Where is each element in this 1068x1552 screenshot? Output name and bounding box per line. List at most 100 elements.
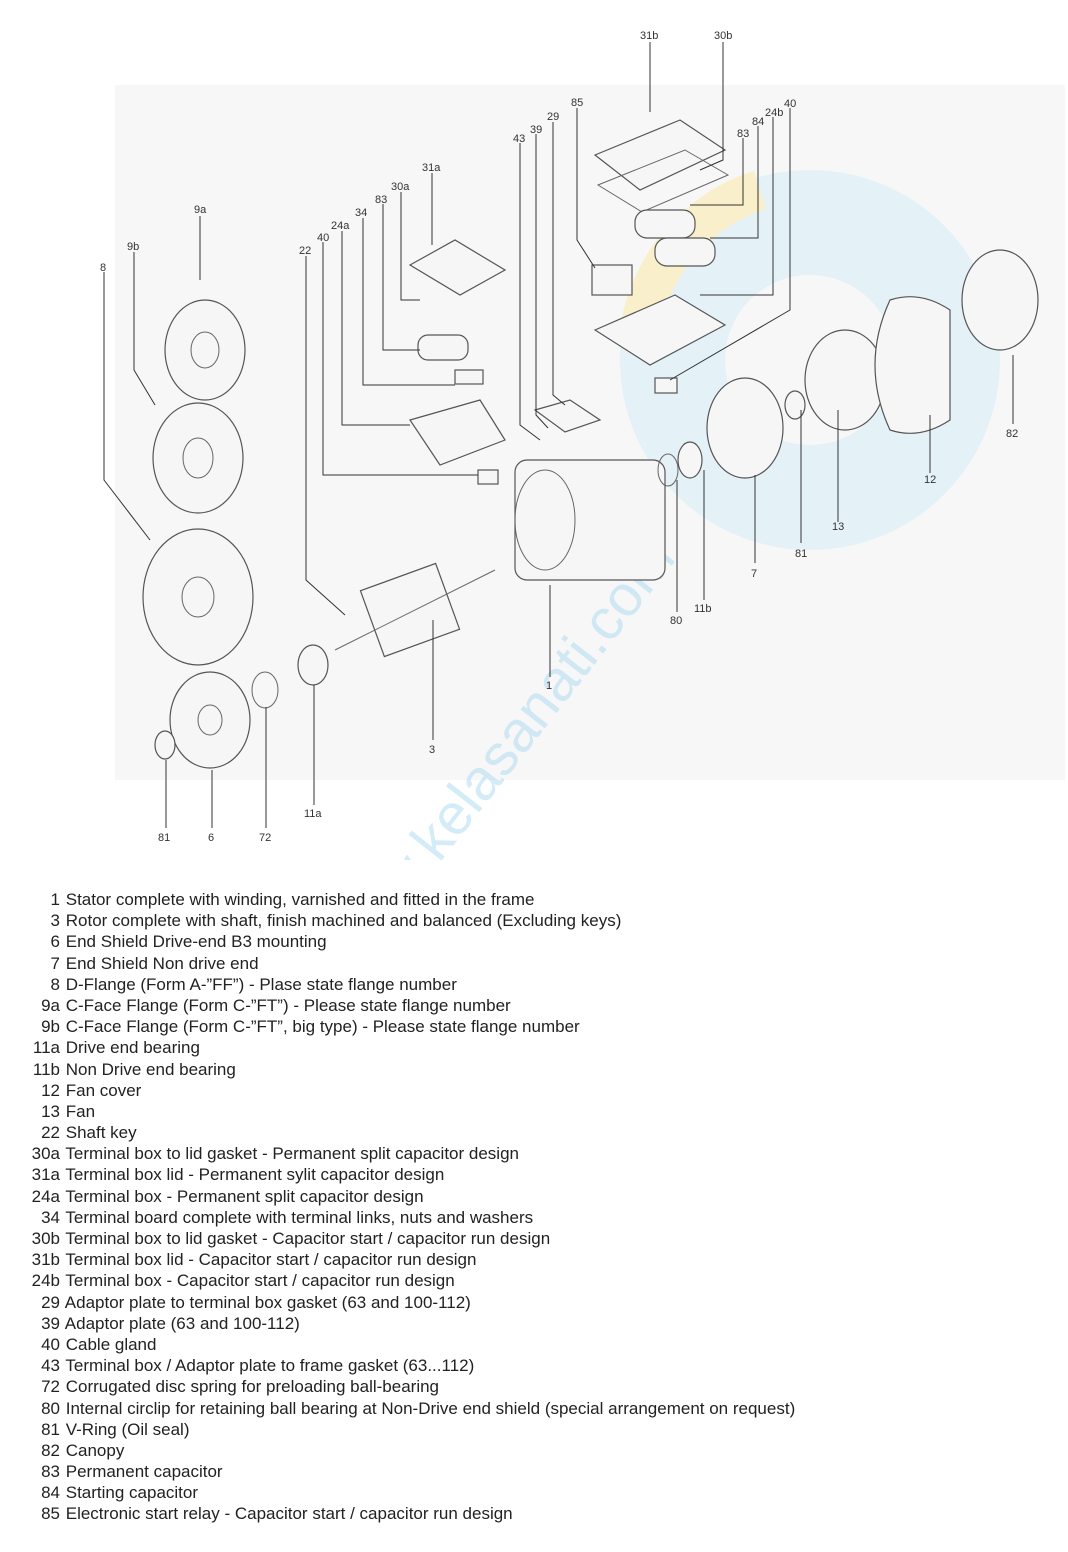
legend-item: 29 Adaptor plate to terminal box gasket … [22, 1292, 1052, 1313]
flange-9b [152, 402, 244, 514]
legend-code: 82 [41, 1440, 60, 1460]
callout-9b: 9b [127, 241, 139, 253]
callout-1: 1 [546, 680, 552, 692]
legend-code: 31a [31, 1165, 60, 1185]
legend-item: 9b C-Face Flange (Form C-”FT”, big type)… [22, 1016, 1052, 1037]
callout-83-right: 83 [737, 128, 749, 140]
legend-code: 30a [31, 1144, 60, 1164]
legend-item: 83 Permanent capacitor [22, 1461, 1052, 1482]
legend-item: 30b Terminal box to lid gasket - Capacit… [22, 1228, 1052, 1249]
legend-code: 85 [41, 1504, 60, 1524]
legend-text: Non Drive end bearing [65, 1059, 236, 1079]
legend-text: Rotor complete with shaft, finish machin… [65, 911, 622, 931]
legend-text: Terminal box to lid gasket - Permanent s… [65, 1144, 519, 1164]
callout-11b: 11b [694, 603, 712, 615]
adaptor-plate-39 [533, 399, 602, 433]
callout-11a: 11a [304, 808, 322, 820]
capacitor-83b [634, 209, 696, 239]
legend-item: 72 Corrugated disc spring for preloading… [22, 1376, 1052, 1397]
legend-text: Terminal board complete with terminal li… [65, 1207, 534, 1227]
callout-40-right: 40 [784, 98, 796, 110]
legend-code: 31b [31, 1250, 60, 1270]
callout-9a: 9a [194, 204, 207, 216]
legend-text: Adaptor plate (63 and 100-112) [64, 1313, 300, 1333]
legend-item: 85 Electronic start relay - Capacitor st… [22, 1503, 1052, 1524]
legend-text: Drive end bearing [65, 1038, 200, 1058]
callout-31b: 31b [640, 30, 658, 42]
callout-72: 72 [259, 832, 271, 844]
callouts: 31b 30b 85 29 39 43 83 84 24b 40 31a 30a… [100, 30, 1018, 844]
rotor-3 [334, 562, 496, 658]
legend-code: 12 [41, 1080, 60, 1100]
legend-text: Corrugated disc spring for preloading ba… [65, 1377, 440, 1397]
legend-text: V-Ring (Oil seal) [65, 1419, 190, 1439]
callout-31a: 31a [422, 162, 441, 174]
legend-item: 80 Internal circlip for retaining ball b… [22, 1398, 1052, 1419]
legend-code: 81 [41, 1419, 60, 1439]
circlip-80 [657, 453, 679, 487]
fan-13 [804, 329, 886, 431]
legend-code: 34 [41, 1207, 60, 1227]
legend-item: 81 V-Ring (Oil seal) [22, 1419, 1052, 1440]
flange-9a [164, 299, 246, 401]
callout-83-left: 83 [375, 194, 387, 206]
bearing-11a [297, 644, 329, 686]
legend-text: Terminal box - Capacitor start / capacit… [65, 1271, 455, 1291]
legend-item: 22 Shaft key [22, 1122, 1052, 1143]
legend-text: Shaft key [65, 1123, 137, 1143]
callout-43: 43 [513, 133, 525, 145]
legend-item: 39 Adaptor plate (63 and 100-112) [22, 1313, 1052, 1334]
canopy-82 [961, 249, 1039, 351]
legend-text: Stator complete with winding, varnished … [65, 890, 535, 909]
capacitor-84 [654, 237, 716, 267]
legend-code: 80 [41, 1398, 60, 1418]
callout-6: 6 [208, 832, 214, 844]
cable-gland-40a [477, 469, 499, 485]
legend-item: 40 Cable gland [22, 1334, 1052, 1355]
callout-39: 39 [530, 124, 542, 136]
legend-item: 8 D-Flange (Form A-”FF”) - Plase state f… [22, 974, 1052, 995]
callout-24b: 24b [765, 107, 783, 119]
legend-code: 3 [50, 911, 60, 931]
legend-item: 12 Fan cover [22, 1080, 1052, 1101]
legend-text: End Shield Non drive end [65, 953, 259, 973]
callout-22: 22 [299, 245, 311, 257]
v-ring-81-left [154, 730, 176, 760]
legend-text: Permanent capacitor [65, 1462, 223, 1482]
callout-40-left: 40 [317, 232, 329, 244]
legend-code: 30b [31, 1229, 60, 1248]
legend-code: 11a [32, 1038, 60, 1058]
legend-text: Fan cover [65, 1080, 142, 1100]
legend-item: 1 Stator complete with winding, varnishe… [22, 889, 1052, 910]
legend-item: 34 Terminal board complete with terminal… [22, 1207, 1052, 1228]
leader-lines [103, 42, 1014, 828]
legend-code: 43 [41, 1356, 60, 1376]
end-shield-7 [706, 377, 784, 479]
legend-code: 22 [41, 1123, 60, 1143]
legend-code: 39 [41, 1313, 60, 1333]
legend-item: 6 End Shield Drive-end B3 mounting [22, 931, 1052, 952]
terminal-box-24a [409, 399, 506, 466]
legend-text: D-Flange (Form A-”FF”) - Plase state fla… [65, 974, 457, 994]
callout-7: 7 [751, 568, 757, 580]
callout-80: 80 [670, 615, 682, 627]
terminal-board-34 [454, 369, 484, 385]
legend-code: 9a [41, 995, 60, 1015]
capacitor-83a [417, 334, 469, 361]
callout-81-left: 81 [158, 832, 170, 844]
legend-text: Fan [65, 1101, 96, 1121]
legend-text: Internal circlip for retaining ball bear… [65, 1398, 796, 1418]
legend-item: 11a Drive end bearing [22, 1037, 1052, 1058]
legend-code: 6 [50, 932, 60, 952]
legend-text: Electronic start relay - Capacitor start… [65, 1504, 513, 1524]
v-ring-81-right [784, 390, 806, 420]
callout-3: 3 [429, 744, 435, 756]
legend-code: 13 [41, 1101, 60, 1121]
parts-legend: 1 Stator complete with winding, varnishe… [22, 889, 1052, 1525]
terminal-lid-31b [593, 119, 727, 191]
fan-cover-12 [874, 296, 951, 434]
callout-13: 13 [832, 521, 844, 533]
disc-spring-72 [251, 671, 279, 709]
legend-text: Terminal box lid - Capacitor start / cap… [65, 1250, 477, 1270]
callout-82: 82 [1006, 428, 1018, 440]
